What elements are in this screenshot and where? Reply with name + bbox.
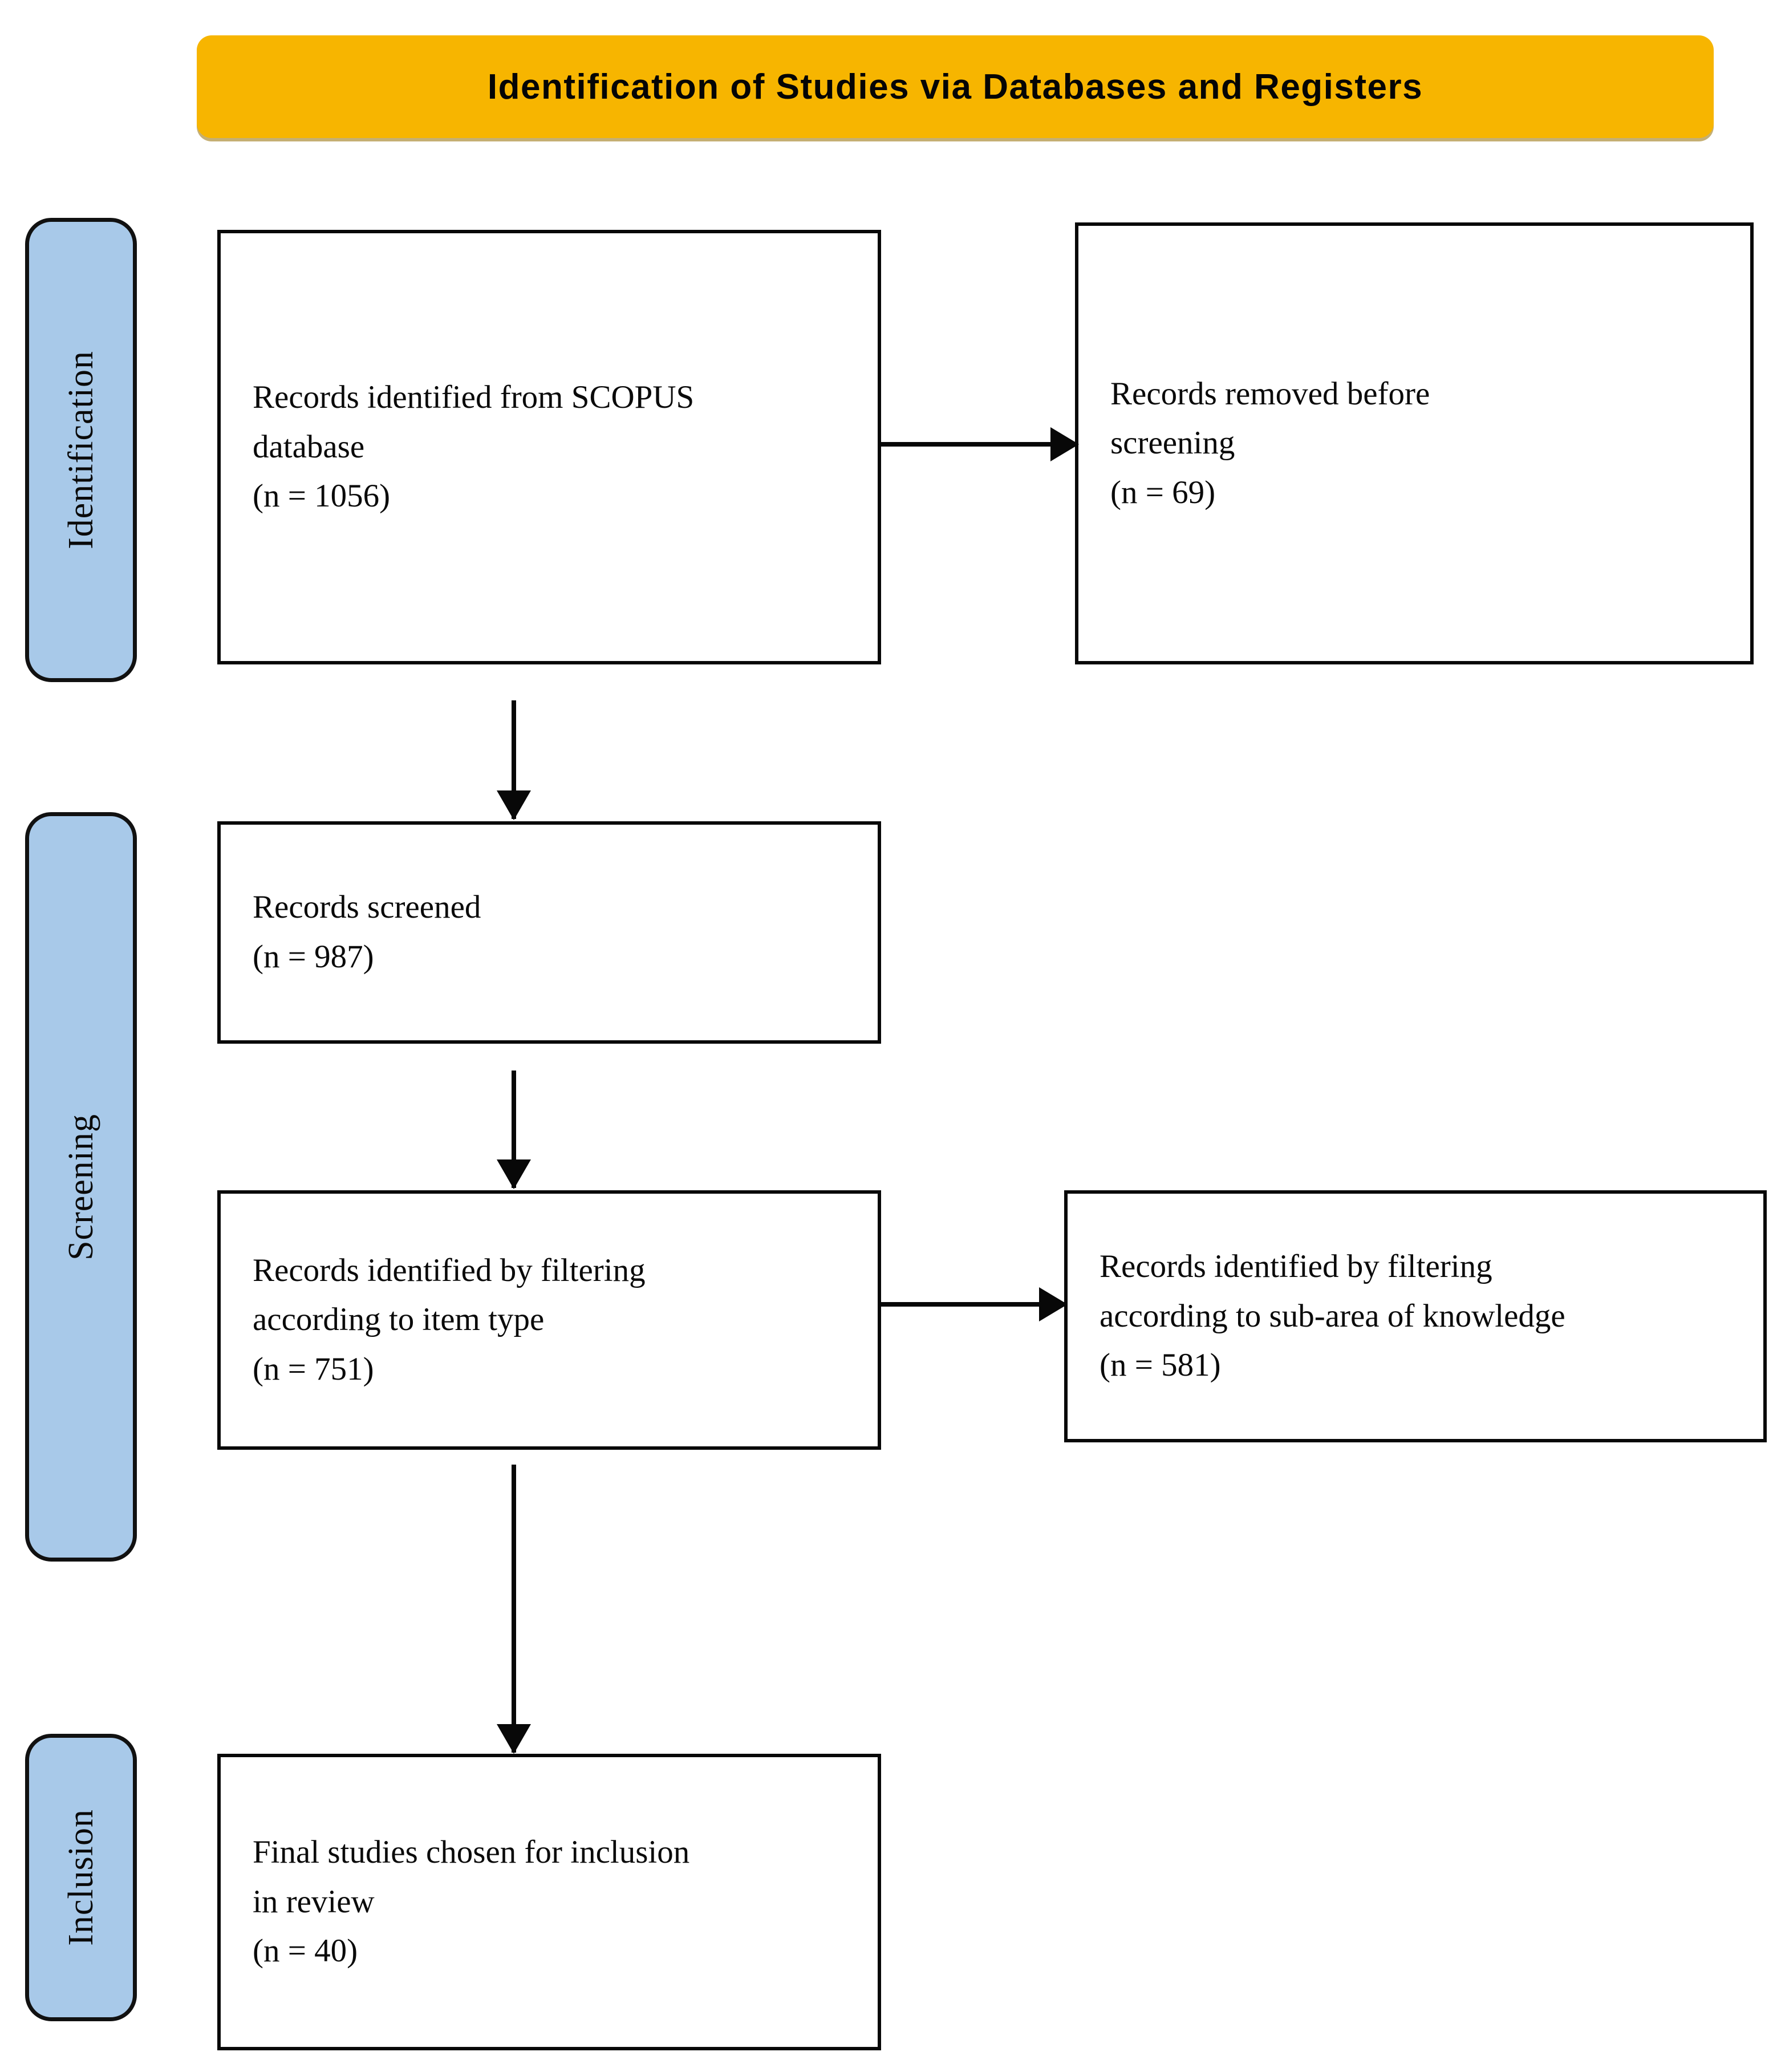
stage-label-text: Inclusion <box>61 1809 100 1946</box>
node-filter-item-type: Records identified by filtering accordin… <box>217 1190 881 1450</box>
node-line-1: Records identified by filtering <box>1100 1248 1492 1285</box>
node-count: (n = 751) <box>253 1351 374 1387</box>
stage-label-text: Screening <box>61 1113 100 1260</box>
node-line-1: Records identified from SCOPUS <box>253 379 695 416</box>
arrow-down-icon-screened-to-itemtype <box>496 1071 532 1189</box>
node-line-2: in review <box>253 1883 375 1920</box>
arrow-head <box>497 1159 531 1189</box>
node-line-1: Records identified by filtering <box>253 1252 646 1288</box>
node-line-1: Records screened <box>253 889 481 926</box>
arrow-shaft <box>881 1302 1066 1307</box>
node-line-2: screening <box>1110 425 1235 461</box>
arrow-right-icon-identified-to-removed <box>881 427 1079 462</box>
arrow-right-icon-itemtype-to-subarea <box>881 1287 1068 1322</box>
arrow-shaft <box>512 1071 516 1188</box>
node-line-1: Records removed before <box>1110 375 1430 412</box>
arrow-down-icon-itemtype-to-final <box>496 1465 532 1754</box>
node-records-screened: Records screened (n = 987) <box>217 821 881 1044</box>
arrow-head <box>497 790 531 820</box>
node-line-2: database <box>253 428 365 465</box>
node-final-studies: Final studies chosen for inclusion in re… <box>217 1754 881 2050</box>
node-count: (n = 581) <box>1100 1347 1221 1384</box>
diagram-header-banner: Identification of Studies via Databases … <box>197 35 1714 138</box>
node-filter-subarea: Records identified by filtering accordin… <box>1064 1190 1767 1442</box>
node-count: (n = 40) <box>253 1933 358 1969</box>
node-line-2: according to item type <box>253 1301 545 1338</box>
arrow-head <box>1050 427 1079 461</box>
arrow-head <box>1039 1287 1068 1321</box>
node-records-identified: Records identified from SCOPUS database … <box>217 230 881 664</box>
stage-label-inclusion: Inclusion <box>25 1734 137 2021</box>
stage-label-identification: Identification <box>25 218 137 682</box>
node-line-1: Final studies chosen for inclusion <box>253 1834 690 1871</box>
arrow-shaft <box>881 442 1078 447</box>
arrow-head <box>497 1724 531 1754</box>
node-count: (n = 69) <box>1110 474 1216 510</box>
diagram-title: Identification of Studies via Databases … <box>487 67 1423 107</box>
arrow-shaft <box>512 700 516 819</box>
stage-label-screening: Screening <box>25 812 137 1562</box>
node-line-2: according to sub-area of knowledge <box>1100 1297 1565 1334</box>
node-count: (n = 1056) <box>253 478 391 514</box>
node-count: (n = 987) <box>253 939 374 975</box>
arrow-down-icon-identified-to-screened <box>496 700 532 820</box>
arrow-shaft <box>512 1465 516 1753</box>
stage-label-text: Identification <box>61 351 100 549</box>
node-records-removed: Records removed before screening (n = 69… <box>1075 222 1754 664</box>
